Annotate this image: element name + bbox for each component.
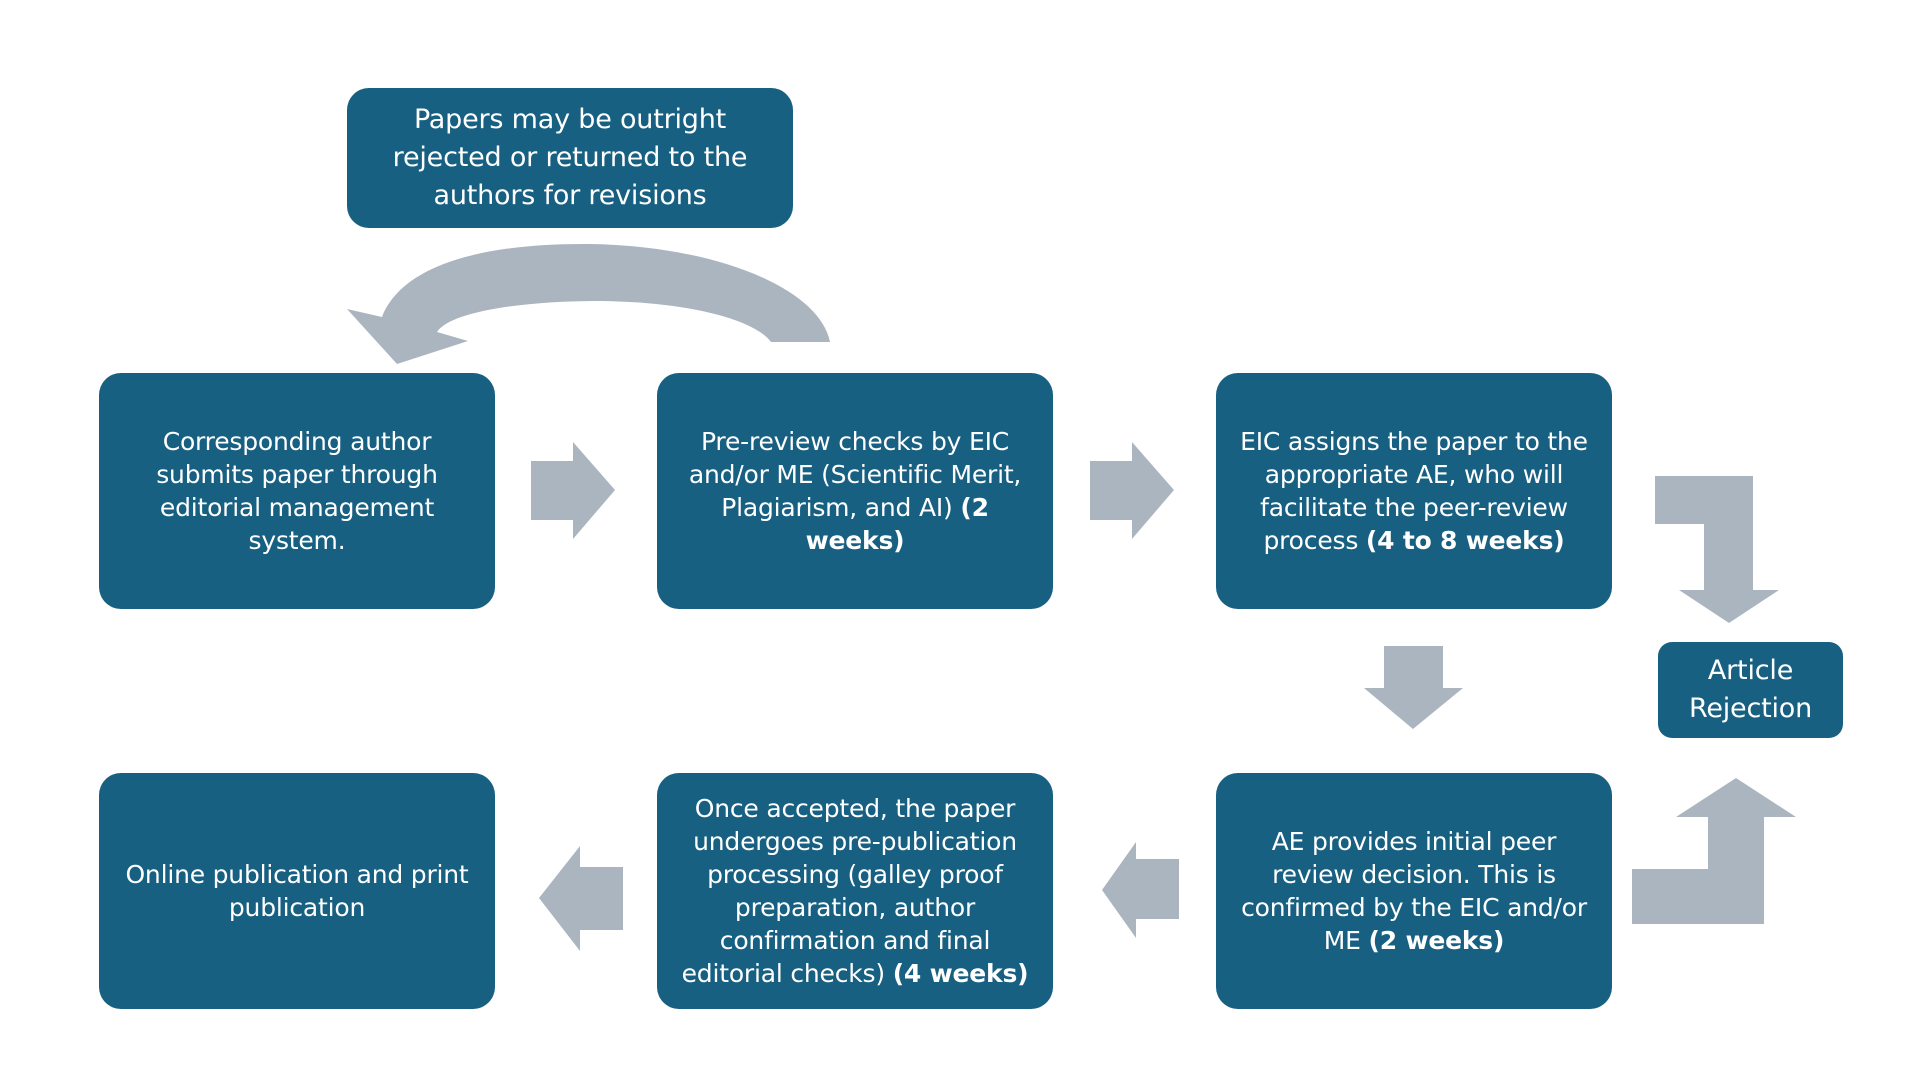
article-rejection-box: Article Rejection <box>1658 642 1843 738</box>
step-pre-review: Pre-review checks by EIC and/or ME (Scie… <box>657 373 1053 609</box>
step-pre-publication-text: Once accepted, the paper undergoes pre-p… <box>681 794 1017 988</box>
arrow-prepublication-to-publication <box>539 846 623 951</box>
step-submission: Corresponding author submits paper throu… <box>99 373 495 609</box>
step-assignment: EIC assigns the paper to the appropriate… <box>1216 373 1612 609</box>
article-rejection-text: Article Rejection <box>1688 655 1813 724</box>
arrow-prereview-to-assignment <box>1090 442 1174 539</box>
revision-note-box: Papers may be outright rejected or retur… <box>347 88 793 228</box>
step-decision: AE provides initial peer review decision… <box>1216 773 1612 1009</box>
step-decision-text: AE provides initial peer review decision… <box>1241 827 1587 955</box>
arrow-assignment-to-decision <box>1364 646 1463 729</box>
curved-return-arrow <box>347 243 830 364</box>
step-assignment-duration: (4 to 8 weeks) <box>1365 526 1565 555</box>
step-publication-text: Online publication and print publication <box>125 860 469 922</box>
step-pre-publication-duration: (4 weeks) <box>892 959 1029 988</box>
step-submission-text: Corresponding author submits paper throu… <box>156 427 438 555</box>
arrow-submission-to-prereview <box>531 442 615 539</box>
step-pre-review-duration: (2 weeks) <box>805 493 989 555</box>
bent-arrow-assignment-to-rejection <box>1655 476 1779 623</box>
step-assignment-text: EIC assigns the paper to the appropriate… <box>1240 427 1588 555</box>
bent-arrow-decision-to-rejection <box>1632 778 1796 924</box>
step-pre-review-text: Pre-review checks by EIC and/or ME (Scie… <box>688 427 1022 522</box>
step-publication: Online publication and print publication <box>99 773 495 1009</box>
step-decision-duration: (2 weeks) <box>1368 926 1505 955</box>
revision-note-text: Papers may be outright rejected or retur… <box>392 104 748 211</box>
arrow-decision-to-prepublication <box>1102 842 1179 938</box>
step-pre-publication: Once accepted, the paper undergoes pre-p… <box>657 773 1053 1009</box>
